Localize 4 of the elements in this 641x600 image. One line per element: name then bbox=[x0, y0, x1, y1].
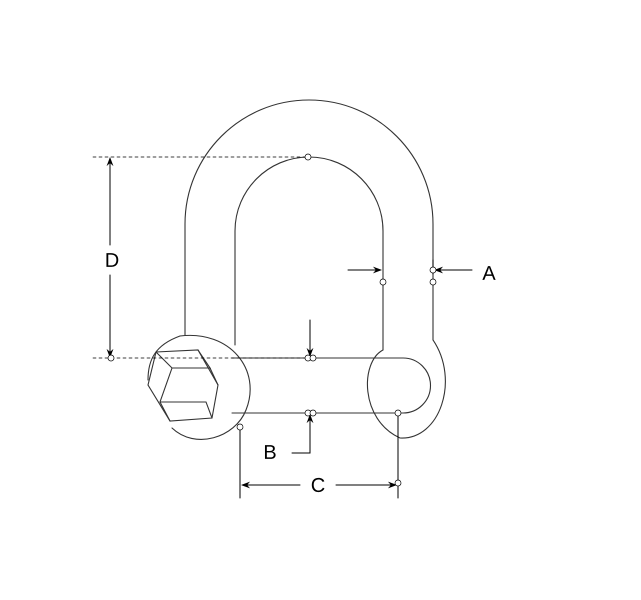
dimension-label: A bbox=[482, 266, 496, 280]
dimension-label: D bbox=[106, 253, 118, 267]
dimension-label: B bbox=[264, 445, 276, 459]
dimension-label: C bbox=[312, 478, 324, 492]
